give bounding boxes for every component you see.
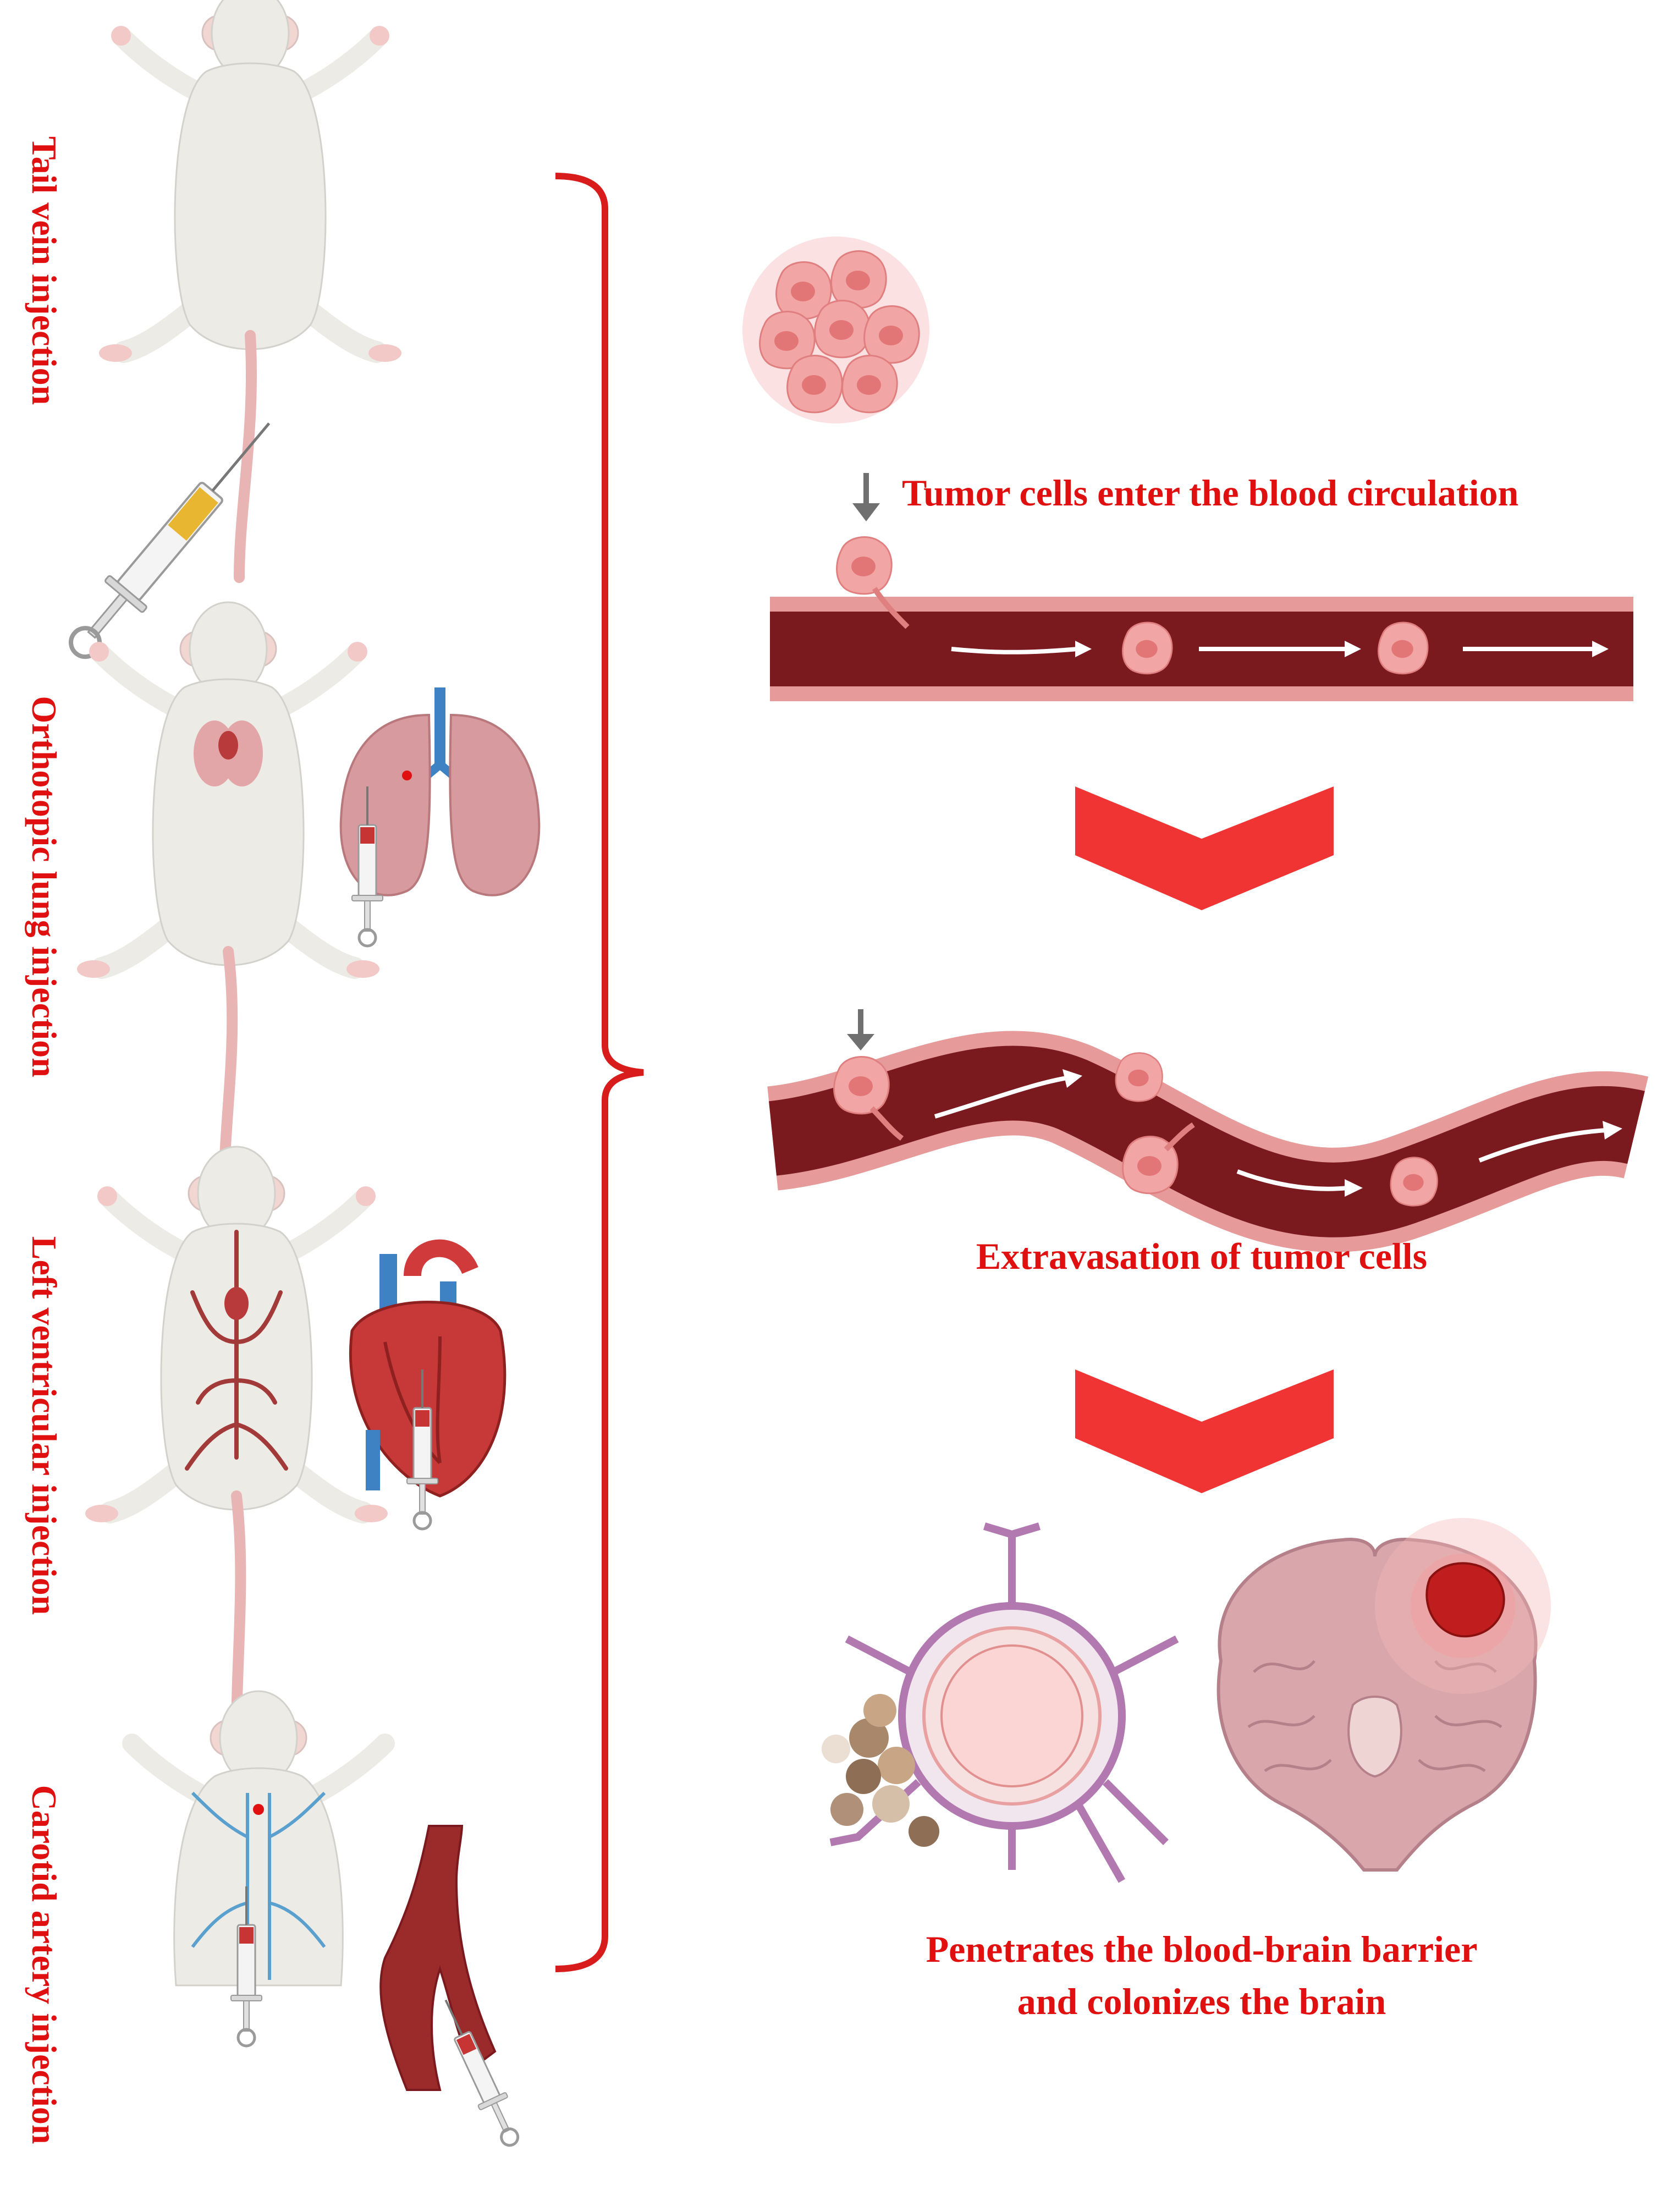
lung-organ-icon	[339, 687, 541, 896]
curved-blood-vessel	[766, 1031, 1649, 1252]
method-label-tail-vein: Tail vein injection	[25, 136, 64, 405]
down-arrow-icon	[852, 473, 880, 521]
orthotopic-lung-mouse-illustration	[77, 602, 379, 1248]
down-arrow-2-icon	[847, 1009, 874, 1050]
brain-tumor-illustration	[1216, 1518, 1551, 1872]
flow-chevron-2	[1075, 1369, 1334, 1493]
carotid-vessel-icon	[379, 1825, 497, 2091]
carotid-artery-mouse-illustration	[122, 1690, 395, 1987]
tumor-cluster-illustration	[742, 236, 929, 423]
grouping-bracket	[555, 173, 644, 1972]
blood-brain-barrier-illustration	[822, 1522, 1179, 1883]
step-label-colonize-line1: Penetrates the blood-brain barrier	[926, 1928, 1478, 1970]
method-label-orthotopic-lung: Orthotopic lung injection	[25, 696, 64, 1077]
entering-tumor-cell	[836, 536, 910, 629]
step-label-extravasation: Extravasation of tumor cells	[976, 1235, 1428, 1277]
method-label-carotid-artery: Carotid artery injection	[25, 1785, 64, 2144]
step-label-enter-circulation: Tumor cells enter the blood circulation	[902, 472, 1519, 514]
flow-chevron-1	[1075, 786, 1334, 910]
tail-vein-mouse-illustration	[99, 0, 401, 583]
heart-organ-icon	[349, 1239, 507, 1498]
straight-blood-vessel	[770, 597, 1633, 701]
step-label-colonize-line2: and colonizes the brain	[1017, 1980, 1386, 2022]
extravasating-tumor-cell	[1122, 1122, 1195, 1195]
entering-tumor-cell-2	[833, 1056, 904, 1141]
method-label-left-ventricular: Left ventricular injection	[25, 1236, 64, 1615]
